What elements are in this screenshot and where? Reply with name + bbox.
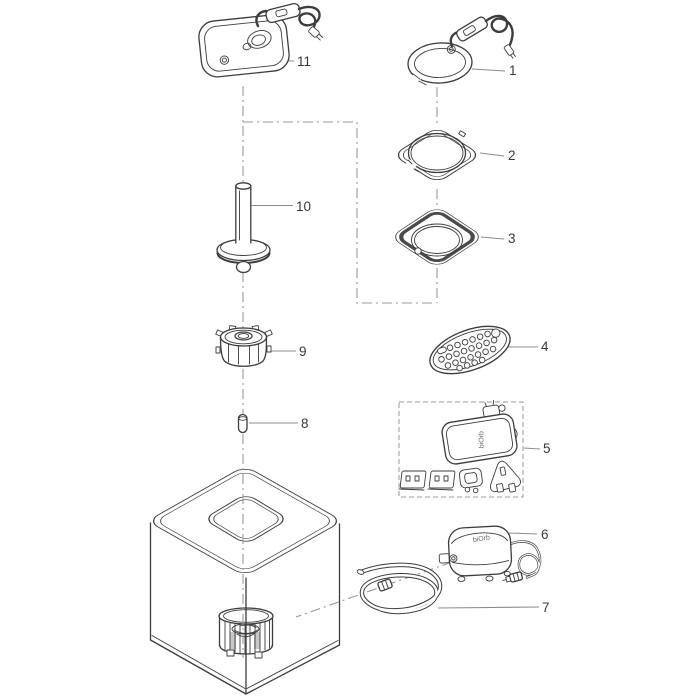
aquarium-cube [149,469,341,695]
bushing-body [237,413,248,434]
collar-tab [458,130,467,138]
callout-3: 3 [508,231,516,246]
tube-column [235,185,252,244]
lid-body [198,14,290,78]
plug-adapter-uk [490,460,522,493]
tubing-valve [377,578,393,592]
airline-tubing [356,562,443,615]
callout-2: 2 [508,148,516,163]
callout-5: 5 [543,441,551,456]
lid-cable-coil [297,5,321,32]
bushing [237,413,248,434]
tube-nub [235,260,252,274]
ring-outer [407,42,473,84]
callout-7: 7 [542,600,550,615]
cube-top-rim [160,473,330,569]
leader-line-2 [479,152,505,157]
callout-11: 11 [297,54,311,69]
pump-plug-icon [502,571,524,583]
ring-plug-icon [503,44,516,59]
callout-9: 9 [299,344,307,359]
leader-line-5 [523,447,541,450]
callout-4: 4 [541,339,549,354]
lid-light-unit [198,2,324,78]
collar-outer [397,129,477,181]
plug-adapter-b [427,470,456,491]
brand-logo-icon [242,30,272,51]
gasket-pin [414,247,422,255]
cube-top-face [152,469,338,573]
plug-adapter-europlug [458,467,483,494]
cube-opening [208,496,284,542]
cube-bottom-inner-right [246,640,339,689]
lid-cable [255,9,268,28]
bubble-tube [216,182,271,274]
air-pump: biOrb [438,525,542,583]
plug-adapter-a [398,470,427,491]
collar-gap [407,159,420,173]
assembly-connector-line [243,121,436,304]
ring-inline-controller [456,16,488,42]
callout-8: 8 [301,416,309,431]
callout-10: 10 [296,199,311,214]
ring-notch [412,73,427,86]
power-supply-unit: biOrb [441,399,518,465]
lid-inline-switch [265,2,301,24]
lid-button-icon [219,55,230,65]
callout-labels: 1 2 3 4 5 6 7 8 9 10 11 [296,54,551,615]
light-ring [407,14,516,86]
pump-brand-text: biOrb [472,534,490,544]
leader-line-7 [437,606,540,609]
kit-box [398,401,524,498]
leader-line-3 [480,236,505,240]
ring-cable-coil [484,14,514,49]
tubing-open-end [356,569,365,575]
remote-control [429,325,511,375]
gasket-ring [395,209,479,265]
filter-cap [215,325,273,367]
leader-line-6 [508,532,538,535]
power-supply-kit: biOrb [398,399,524,498]
cube-opening-inner [213,499,279,539]
psu-brand-text: biOrb [478,431,485,448]
pump-nozzle [438,553,450,564]
remote-buttons [437,328,501,372]
callout-6: 6 [541,527,549,542]
lid-plug-icon [308,26,324,41]
cube-bottom-inner-left [151,635,246,689]
top-collar [397,129,477,181]
gasket-outer-edge [395,209,479,265]
leader-line-1 [471,68,506,72]
callout-1: 1 [509,63,517,78]
